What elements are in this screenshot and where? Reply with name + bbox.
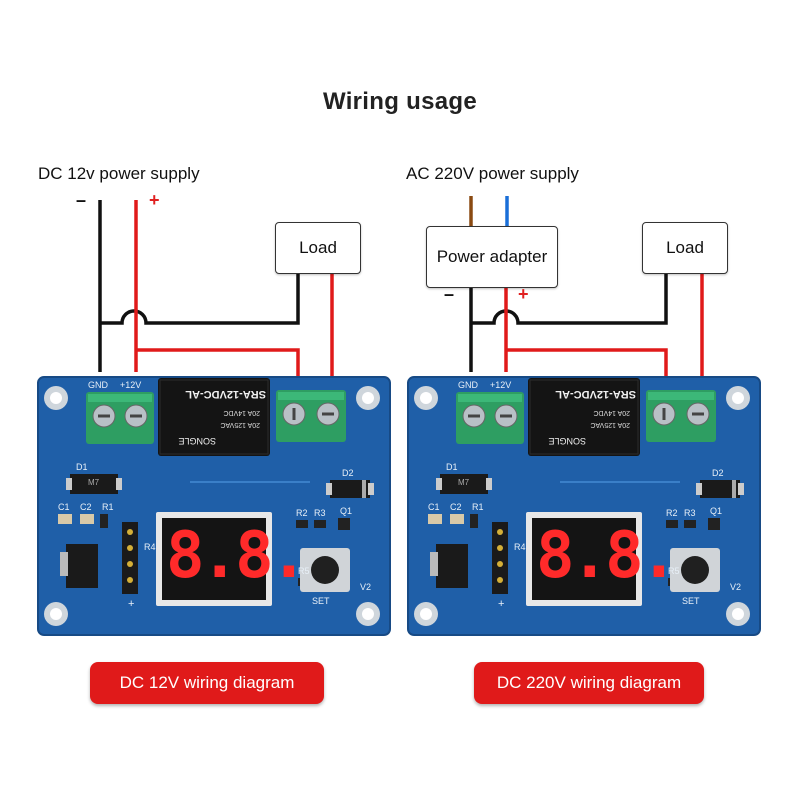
c1-label: C1 [58, 502, 70, 512]
relay-brand: SONGLE [178, 436, 216, 446]
c1-label: C1 [428, 502, 440, 512]
relay-brand: SONGLE [548, 436, 586, 446]
r4-label: R4 [144, 542, 156, 552]
display-digits: 8.8. [166, 519, 308, 593]
relay-feed-wire [506, 348, 668, 376]
plus-label: + [128, 598, 135, 610]
negative-symbol: – [444, 284, 455, 304]
r4-label: R4 [514, 542, 526, 552]
plus12v-label: +12V [490, 380, 512, 390]
load-terminal [646, 390, 716, 442]
r3-label: R3 [314, 508, 326, 518]
r1-label: R1 [472, 502, 484, 512]
supply-label: DC 12v power supply [38, 164, 200, 183]
supply-label: AC 220V power supply [406, 164, 579, 183]
relay [158, 378, 270, 456]
v2-label: V2 [730, 582, 742, 592]
diode-d2 [696, 480, 744, 498]
load-box: Load [275, 222, 361, 274]
mounting-hole [44, 602, 68, 626]
diode-d1 [66, 474, 122, 494]
plus12v-label: +12V [120, 380, 142, 390]
v2-label: V2 [360, 582, 372, 592]
negative-symbol: – [76, 190, 87, 210]
relay-rating-1: 20A 14VDC [223, 409, 260, 416]
gnd-label: GND [88, 380, 108, 390]
set-label: SET [312, 596, 330, 606]
relay-rating-2: 20A 125VAC [220, 421, 260, 428]
set-button [670, 548, 720, 592]
relay-model: SRA-12VDC-AL [555, 388, 636, 400]
positive-symbol: + [149, 190, 160, 210]
plus-label: + [498, 598, 505, 610]
relay-rating-1: 20A 14VDC [593, 409, 630, 416]
diode-d2 [326, 480, 374, 498]
d1-label: D1 [446, 462, 458, 472]
relay-rating-2: 20A 125VAC [590, 421, 630, 428]
ac220v-badge: DC 220V wiring diagram [474, 662, 704, 704]
relay [528, 378, 640, 456]
relay-board [37, 376, 391, 636]
page-title: Wiring usage [322, 88, 478, 115]
voltage-regulator [60, 544, 98, 588]
r5-label: R5 [298, 566, 310, 576]
seven-segment-display [156, 512, 272, 606]
dc12v-panel: DC 12v power supply – + Load [37, 164, 391, 704]
q1-label: Q1 [710, 506, 723, 516]
positive-symbol: + [518, 284, 529, 304]
relay-model: SRA-12VDC-AL [185, 388, 266, 400]
power-adapter-box: Power adapter [426, 226, 558, 288]
header-pins [492, 522, 508, 594]
set-label: SET [682, 596, 700, 606]
d1-label: D1 [76, 462, 88, 472]
m7-label: M7 [88, 478, 100, 487]
c2-label: C2 [450, 502, 462, 512]
seven-segment-display [526, 512, 642, 606]
diode-d1 [436, 474, 492, 494]
display-digits: 8.8. [536, 519, 678, 593]
set-button [300, 548, 350, 592]
gnd-label: GND [458, 380, 478, 390]
dc12v-wiring [98, 200, 334, 378]
relay-board [407, 376, 761, 636]
mounting-hole [414, 602, 438, 626]
mounting-hole [414, 386, 438, 410]
r2-label: R2 [296, 508, 308, 518]
mounting-hole [356, 386, 380, 410]
mounting-hole [726, 386, 750, 410]
r5-label: R5 [668, 566, 680, 576]
dc12v-badge: DC 12V wiring diagram [90, 662, 324, 704]
load-box: Load [642, 222, 728, 274]
r2-label: R2 [666, 508, 678, 518]
mounting-hole [356, 602, 380, 626]
q1-label: Q1 [340, 506, 353, 516]
ac220v-panel: AC 220V power supply Power adapter – + L… [400, 0, 800, 800]
d2-label: D2 [342, 468, 354, 478]
power-terminal [86, 392, 154, 444]
m7-label: M7 [458, 478, 470, 487]
load-terminal [276, 390, 346, 442]
relay-feed-wire [136, 348, 300, 376]
mounting-hole [726, 602, 750, 626]
header-pins [122, 522, 138, 594]
r3-label: R3 [684, 508, 696, 518]
d2-label: D2 [712, 468, 724, 478]
mounting-hole [44, 386, 68, 410]
power-terminal [456, 392, 524, 444]
ac220v-wiring [469, 196, 704, 378]
voltage-regulator [430, 544, 468, 588]
r1-label: R1 [102, 502, 114, 512]
c2-label: C2 [80, 502, 92, 512]
